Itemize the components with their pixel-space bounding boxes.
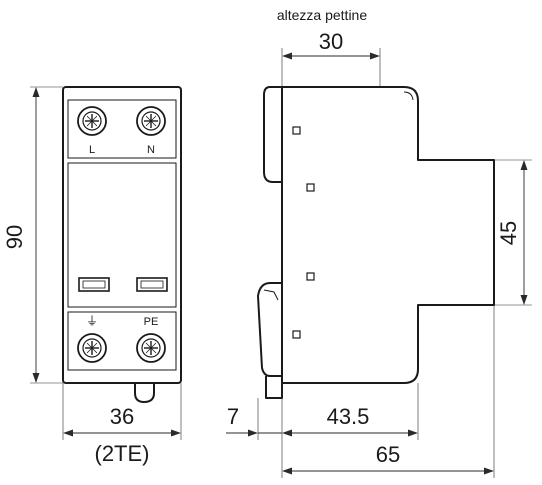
dim-comb-height-value: 30 <box>319 29 343 54</box>
dim-total-depth-value: 65 <box>376 442 400 467</box>
front-middle-panel <box>67 162 177 308</box>
terminal-screw-ground <box>77 333 107 363</box>
terminal-label-pe: PE <box>144 316 159 328</box>
side-clip-top <box>263 86 282 183</box>
dim-body-depth-value: 43.5 <box>327 404 370 429</box>
side-body-outline <box>281 86 495 384</box>
din-clip <box>134 383 155 403</box>
dim-height: 90 <box>2 86 63 384</box>
terminal-screw-l <box>77 106 107 136</box>
side-mark-1 <box>292 126 301 135</box>
terminal-screw-pe <box>136 333 166 363</box>
side-clip-bottom <box>257 282 282 377</box>
dim-comb-height: altezza pettine 30 <box>277 7 381 87</box>
side-top-curve <box>403 91 414 101</box>
side-clip-detail <box>263 289 279 301</box>
side-mark-4 <box>292 330 301 339</box>
dim-comb-height-label: altezza pettine <box>277 7 367 23</box>
terminal-label-l: L <box>89 144 95 156</box>
status-window-left <box>78 277 110 292</box>
side-mark-3 <box>306 272 315 281</box>
terminal-label-n: N <box>147 144 155 156</box>
dim-center-height-value: 45 <box>496 221 521 245</box>
status-window-right <box>136 277 168 292</box>
dim-width-modules: (2TE) <box>95 441 150 466</box>
dim-width-value: 36 <box>110 404 134 429</box>
side-mark-2 <box>306 183 315 192</box>
side-view <box>257 86 495 399</box>
dim-total-depth: 65 <box>282 305 495 478</box>
terminal-screw-n <box>136 106 166 136</box>
dim-width: 36 (2TE) <box>62 383 182 466</box>
front-bottom-block <box>67 311 177 371</box>
front-body-outline <box>62 86 182 384</box>
dim-rail-offset-value: 7 <box>227 404 239 429</box>
front-top-block <box>67 99 177 159</box>
side-din-foot <box>265 376 283 399</box>
dim-center-height: 45 <box>494 159 532 306</box>
dim-height-value: 90 <box>2 225 27 249</box>
dim-depth-row: 7 43.5 <box>226 383 419 478</box>
ground-symbol-icon: ⏚ <box>86 314 98 328</box>
front-view: L N ⏚ PE <box>62 86 182 403</box>
